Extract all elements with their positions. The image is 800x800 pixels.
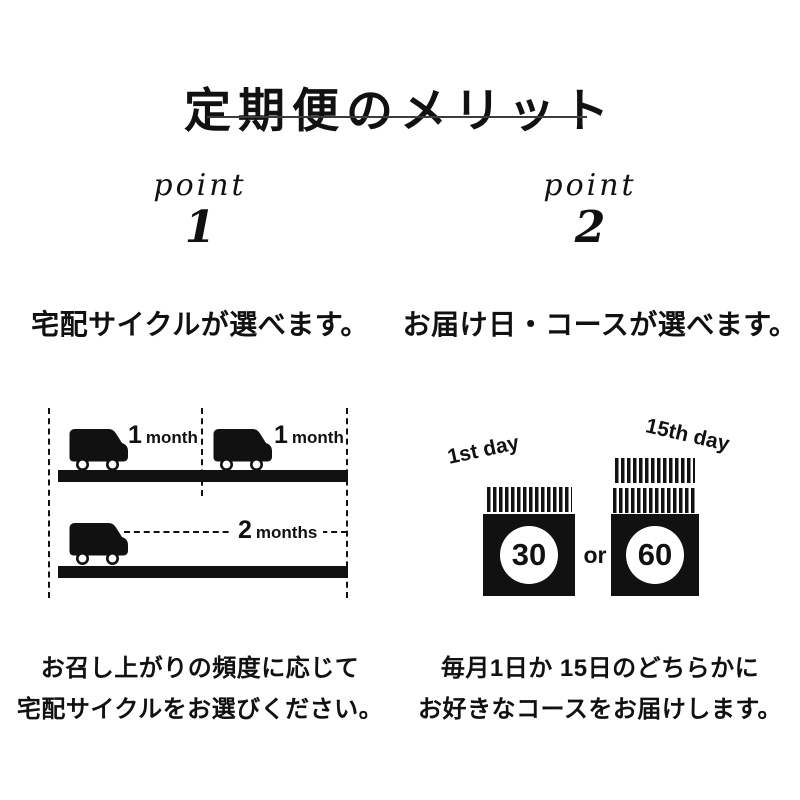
- interval-number: 2: [238, 516, 252, 544]
- point-2-header: point 2: [490, 168, 690, 251]
- point-2-description: 毎月1日か 15日のどちらかに お好きなコースをお届けします。: [400, 648, 800, 730]
- interval-number: 1: [128, 421, 142, 449]
- calendar-number-30: 30: [500, 526, 558, 584]
- title-underline: [207, 116, 587, 118]
- point-1-header: point 1: [100, 168, 300, 251]
- dashed-line-right: [346, 408, 348, 598]
- interval-number: 1: [274, 421, 288, 449]
- delivery-truck-icon: [213, 429, 272, 471]
- road-bar-bottom: [58, 566, 348, 578]
- day-label-15th: 15th day: [643, 414, 732, 456]
- point-1-number: 1: [184, 202, 216, 253]
- calendar-30-icon: 30: [483, 514, 575, 596]
- calendar-rings-icon: [615, 458, 695, 483]
- interval-unit: month: [145, 428, 198, 447]
- point-1-subtitle: 宅配サイクルが選べます。: [31, 309, 369, 340]
- description-line: お召し上がりの頻度に応じて: [40, 655, 360, 682]
- or-label: or: [583, 542, 607, 568]
- calendar-rings-icon: [487, 487, 572, 512]
- dashed-line-middle: [201, 408, 203, 496]
- point-2-label: point: [543, 168, 637, 203]
- calendar-number-60: 60: [626, 526, 684, 584]
- dashed-line-left: [48, 408, 50, 598]
- day-label-1st: 1st day: [445, 431, 522, 469]
- calendar-rings-icon: [613, 488, 697, 513]
- interval-unit: month: [291, 428, 344, 447]
- course-calendar-illustration: 1st day 15th day 30 or 60: [440, 410, 790, 610]
- delivery-truck-icon: [69, 429, 128, 471]
- road-bar-top: [58, 470, 348, 482]
- point-2-number: 2: [574, 202, 606, 253]
- point-2-subtitle: お届け日・コースが選べます。: [402, 309, 798, 340]
- description-line: 毎月1日か 15日のどちらかに: [440, 655, 760, 682]
- point-1-label: point: [153, 168, 247, 203]
- description-line: 宅配サイクルをお選びください。: [16, 696, 384, 723]
- calendar-60-icon: 60: [611, 514, 699, 596]
- page-title: 定期便のメリット: [184, 84, 616, 138]
- description-line: お好きなコースをお届けします。: [418, 696, 782, 723]
- interval-unit: months: [255, 523, 318, 542]
- point-1-description: お召し上がりの頻度に応じて 宅配サイクルをお選びください。: [0, 648, 400, 730]
- delivery-truck-icon: [69, 523, 128, 565]
